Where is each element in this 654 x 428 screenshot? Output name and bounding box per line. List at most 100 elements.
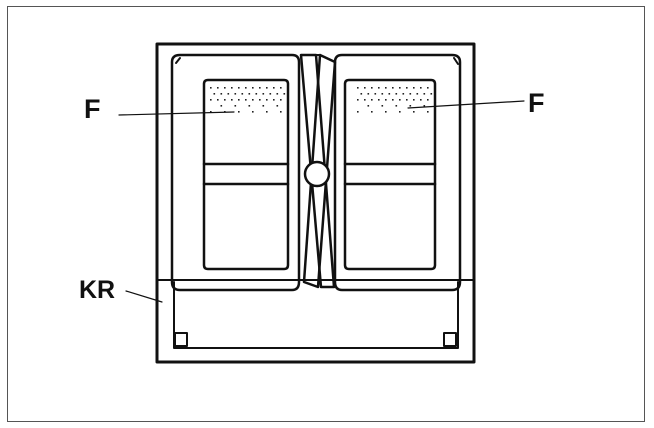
filter-dot bbox=[378, 87, 380, 89]
filter-dot bbox=[423, 105, 426, 107]
filter-dot bbox=[413, 87, 415, 89]
filter-dot bbox=[234, 105, 237, 107]
filter-dot bbox=[357, 111, 359, 113]
leader-line-f-left bbox=[118, 111, 235, 116]
filter-dot bbox=[378, 99, 380, 101]
filter-dot bbox=[413, 111, 415, 113]
filter-dot bbox=[399, 111, 401, 113]
filter-dot bbox=[416, 93, 419, 95]
left-door bbox=[170, 53, 301, 292]
filter-dot bbox=[262, 93, 265, 95]
filter-dot bbox=[266, 111, 268, 113]
filter-dot bbox=[430, 93, 433, 95]
filter-dot bbox=[427, 87, 429, 89]
filter-dot bbox=[427, 99, 429, 101]
filter-dot bbox=[364, 87, 366, 89]
filter-dot bbox=[238, 87, 240, 89]
filter-dot bbox=[231, 99, 233, 101]
center-hinge bbox=[299, 53, 337, 289]
filter-dot bbox=[210, 87, 212, 89]
filter-dot bbox=[364, 99, 366, 101]
corner-square-right bbox=[443, 332, 457, 347]
filter-dot bbox=[224, 99, 226, 101]
filter-dot bbox=[252, 99, 254, 101]
filter-dot bbox=[210, 111, 212, 113]
filter-dot bbox=[420, 87, 422, 89]
filter-dot bbox=[406, 87, 408, 89]
filter-dot bbox=[280, 99, 282, 101]
filter-dot bbox=[381, 93, 384, 95]
filter-dot bbox=[371, 99, 373, 101]
bottom-inner-frame bbox=[173, 281, 459, 349]
filter-dot bbox=[259, 99, 261, 101]
filter-dot bbox=[399, 87, 401, 89]
filter-dot bbox=[374, 93, 377, 95]
filter-dot bbox=[423, 93, 426, 95]
leader-line-kr bbox=[125, 290, 163, 303]
filter-dot bbox=[248, 105, 251, 107]
corner-square-left bbox=[174, 332, 188, 347]
filter-dot bbox=[238, 99, 240, 101]
filter-dot bbox=[392, 99, 394, 101]
filter-dot bbox=[220, 105, 223, 107]
leader-line-f-right bbox=[407, 100, 525, 109]
filter-dot bbox=[269, 93, 272, 95]
filter-dot bbox=[252, 111, 254, 113]
filter-dot bbox=[217, 87, 219, 89]
filter-dot bbox=[252, 87, 254, 89]
filter-dot bbox=[367, 105, 370, 107]
label-filter-left: F bbox=[84, 94, 101, 124]
filter-dot bbox=[231, 87, 233, 89]
filter-dot bbox=[402, 93, 405, 95]
right-door bbox=[333, 53, 462, 292]
filter-dot bbox=[262, 105, 265, 107]
filter-dot bbox=[367, 93, 370, 95]
filter-dot bbox=[227, 93, 230, 95]
filter-dots-left bbox=[210, 87, 286, 113]
figure-border bbox=[7, 6, 645, 422]
filter-dot bbox=[224, 87, 226, 89]
filter-dot bbox=[392, 87, 394, 89]
filter-dot bbox=[266, 87, 268, 89]
filter-dot bbox=[409, 93, 412, 95]
filter-dot bbox=[266, 99, 268, 101]
filter-dot bbox=[385, 99, 387, 101]
filter-dot bbox=[371, 111, 373, 113]
filter-dot bbox=[245, 87, 247, 89]
filter-dot bbox=[395, 93, 398, 95]
filter-dot bbox=[381, 105, 384, 107]
filter-dot bbox=[248, 93, 251, 95]
filter-dot bbox=[357, 87, 359, 89]
filter-dot bbox=[388, 93, 391, 95]
filter-dot bbox=[220, 93, 223, 95]
filter-dot bbox=[276, 105, 279, 107]
filter-dot bbox=[406, 99, 408, 101]
filter-dot bbox=[238, 111, 240, 113]
label-frame-kr: KR bbox=[79, 276, 116, 304]
filter-dot bbox=[360, 93, 363, 95]
filter-dot bbox=[357, 99, 359, 101]
filter-dot bbox=[273, 99, 275, 101]
filter-dot bbox=[385, 87, 387, 89]
filter-dot bbox=[255, 93, 258, 95]
filter-dot bbox=[385, 111, 387, 113]
filter-dot bbox=[409, 105, 412, 107]
filter-dot bbox=[371, 87, 373, 89]
outer-housing bbox=[155, 42, 476, 364]
filter-dot bbox=[413, 99, 415, 101]
filter-dot bbox=[395, 105, 398, 107]
filter-dot bbox=[213, 93, 216, 95]
filter-dot bbox=[241, 93, 244, 95]
filter-dot bbox=[276, 93, 279, 95]
filter-dot bbox=[420, 99, 422, 101]
filter-dot bbox=[234, 93, 237, 95]
filter-dot bbox=[399, 99, 401, 101]
filter-dot bbox=[273, 87, 275, 89]
label-filter-right: F bbox=[528, 88, 545, 118]
filter-dot bbox=[283, 93, 286, 95]
filter-dot bbox=[427, 111, 429, 113]
filter-dot bbox=[245, 99, 247, 101]
filter-dots-right bbox=[357, 87, 433, 113]
filter-dot bbox=[280, 111, 282, 113]
